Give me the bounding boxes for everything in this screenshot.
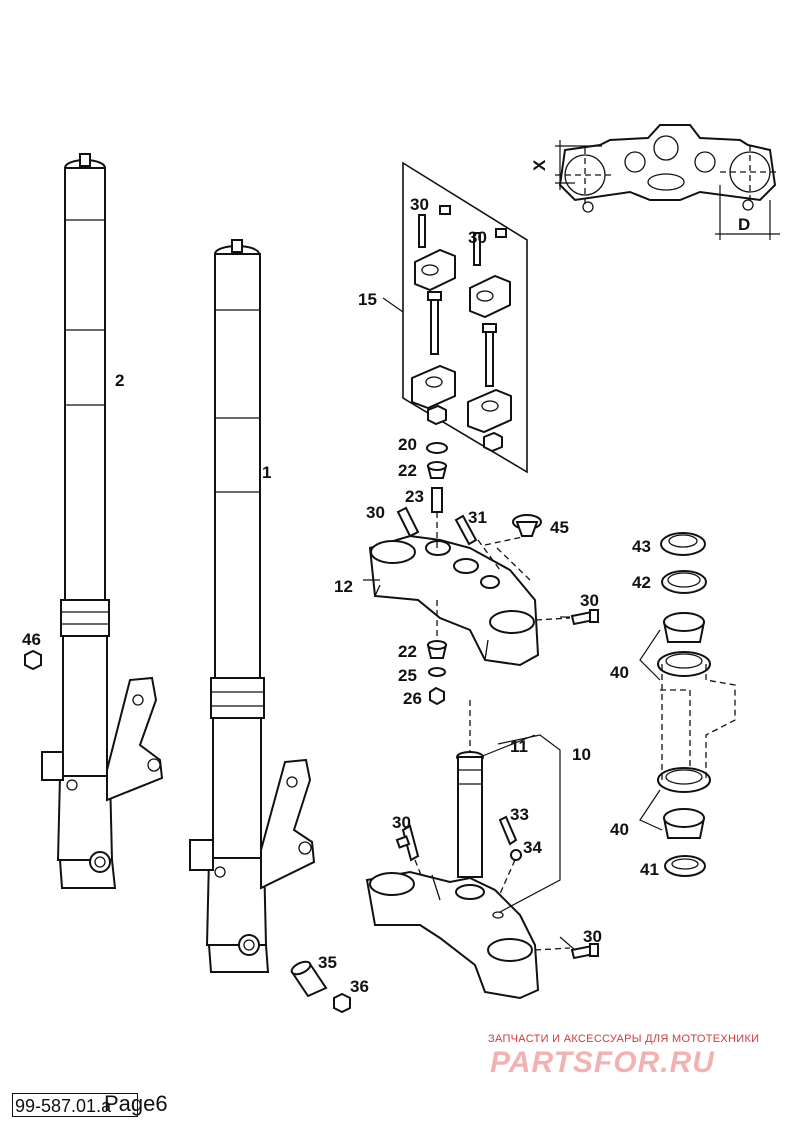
label-part-41: 41 [640,860,659,879]
label-dimension-x: X [530,159,549,171]
upper-clamp-bolts [396,506,599,626]
steering-stem-11 [456,751,484,878]
label-part-2: 2 [115,371,124,390]
label-part-42: 42 [632,573,651,592]
label-part-20: 20 [398,435,417,454]
headset-bearing-parts [657,532,736,877]
label-part-30-b: 30 [468,228,487,247]
label-part-12: 12 [334,577,353,596]
label-part-30-a: 30 [410,195,429,214]
label-part-10: 10 [572,745,591,764]
label-part-36: 36 [350,977,369,996]
label-part-46: 46 [22,630,41,649]
label-part-23: 23 [405,487,424,506]
label-part-33: 33 [510,805,529,824]
nut-46 [24,649,42,671]
label-part-40-b: 40 [610,820,629,839]
fork-leg-1 [189,239,316,973]
label-part-25: 25 [398,666,417,685]
label-part-40-a: 40 [610,663,629,682]
leader-lines [363,297,663,951]
label-part-1: 1 [262,463,271,482]
lower-clamp-bolts [395,815,599,960]
handlebar-clamp-kit-15 [402,161,528,474]
bushing-35-nut-36 [290,960,351,1014]
label-part-30-f: 30 [583,927,602,946]
stem-small-parts [426,442,448,706]
drawing-reference-number: 99-587.01.a [12,1093,138,1117]
alignment-lines [414,512,571,951]
fork-leg-2 [41,153,164,889]
label-part-22-a: 22 [398,461,417,480]
label-part-30-d: 30 [580,591,599,610]
label-part-22-b: 22 [398,642,417,661]
label-dimension-d: D [738,215,750,234]
label-part-43: 43 [632,537,651,556]
watermark-logo: PARTSFOR.RU [490,1046,715,1079]
part-labels: 2 1 46 30 30 15 20 22 23 30 31 45 12 30 … [22,159,750,996]
label-part-26: 26 [403,689,422,708]
label-part-31: 31 [468,508,487,527]
page-label: Page6 [104,1091,168,1116]
lower-triple-clamp-10 [365,870,540,1000]
watermark-tagline: ЗАПЧАСТИ И АКСЕССУАРЫ ДЛЯ МОТОТЕХНИКИ [488,1033,760,1045]
label-part-11: 11 [510,737,528,756]
upper-triple-clamp-12 [368,534,540,667]
label-part-15: 15 [358,290,377,309]
label-part-30-c: 30 [366,503,385,522]
label-part-45: 45 [550,518,569,537]
label-part-34: 34 [523,838,542,857]
plug-45 [512,514,542,537]
triple-clamp-top-view [555,124,780,240]
label-part-30-e: 30 [392,813,411,832]
label-part-35: 35 [318,953,337,972]
